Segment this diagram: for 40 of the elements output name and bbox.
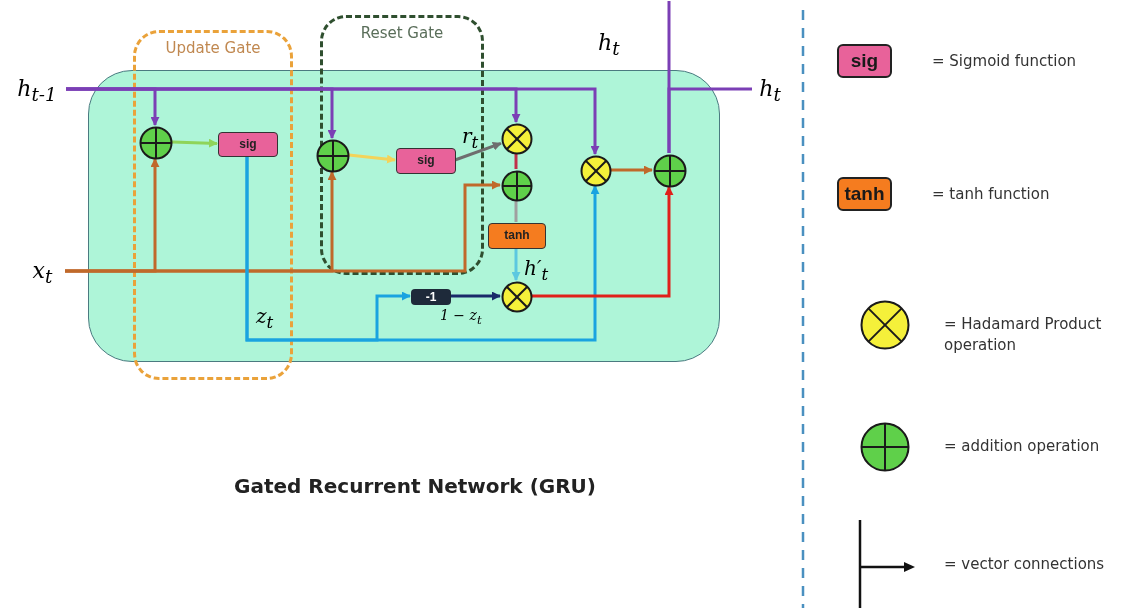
multiply-circle bbox=[580, 155, 612, 187]
variable-label: h$_{t-1}$ bbox=[8, 72, 66, 106]
connector-arrow bbox=[171, 138, 218, 148]
variable-label: h$_{t}$ bbox=[598, 30, 620, 60]
edge-label: 1 − z$_{t}$ bbox=[440, 307, 482, 327]
connector-arrow bbox=[245, 156, 600, 342]
connector-arrow bbox=[65, 180, 501, 273]
edge-label: z$_{t}$ bbox=[256, 304, 274, 332]
connector-arrow bbox=[454, 141, 502, 162]
legend-text: = vector connections bbox=[944, 554, 1106, 575]
tanh-box: tanh bbox=[488, 223, 546, 249]
legend-text: = addition operation bbox=[944, 436, 1101, 457]
variable-label: x$_{t}$ bbox=[20, 254, 65, 288]
addition-circle bbox=[653, 154, 687, 188]
legend-text: = Sigmoid function bbox=[932, 51, 1078, 72]
negate-box: -1 bbox=[411, 289, 451, 305]
legend-text: = Hadamard Product operation bbox=[944, 314, 1103, 356]
gate-title: Update Gate bbox=[164, 39, 262, 57]
variable-label: h$_{t}$ bbox=[752, 72, 788, 106]
edge-label: r$_{t}$ bbox=[462, 124, 479, 152]
connector-arrow bbox=[611, 165, 653, 175]
diagram-caption: Gated Recurrent Network (GRU) bbox=[233, 474, 597, 498]
gru-cell-panel bbox=[88, 70, 720, 362]
sigmoid-box: sig bbox=[218, 132, 278, 157]
addition-circle bbox=[501, 170, 533, 202]
sigmoid-box: sig bbox=[396, 148, 456, 174]
connector-arrow bbox=[511, 248, 521, 281]
connector-arrow bbox=[348, 153, 396, 164]
gate-title: Reset Gate bbox=[359, 24, 445, 42]
variable-label: h′$_{t}$ bbox=[524, 256, 549, 284]
connector-arrow bbox=[532, 186, 674, 298]
addition-circle bbox=[316, 139, 350, 173]
tanh-box: tanh bbox=[837, 177, 892, 211]
sigmoid-box: sig bbox=[837, 44, 892, 78]
addition-circle bbox=[139, 126, 173, 160]
multiply-circle bbox=[501, 123, 533, 155]
multiply-circle bbox=[501, 281, 533, 313]
connector-arrow bbox=[66, 87, 600, 155]
connector-arrow bbox=[450, 291, 501, 301]
legend-text: = tanh function bbox=[932, 184, 1051, 205]
